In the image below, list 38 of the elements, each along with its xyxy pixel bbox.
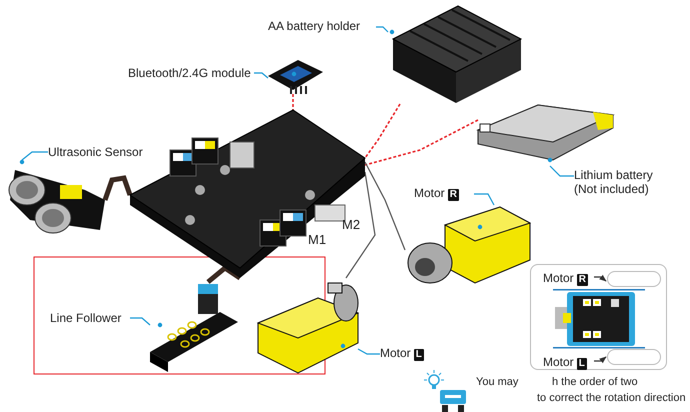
callout-label: Motor [380,346,411,360]
leader-line [22,151,48,160]
callout-label: AA battery holder [268,19,376,35]
motor-drawing [405,205,533,285]
leader-line [358,348,380,355]
port-label: M1 [308,232,326,247]
callout-label: Motor [543,355,574,369]
connection-line [292,94,294,110]
connection-line [364,119,478,166]
callout-label: Line Follower [50,311,130,326]
wire [364,162,406,250]
leader-line [254,72,268,78]
letter-badge: L [414,349,424,361]
wheel-drawing [607,271,661,287]
callout-label: Lithium battery (Not included) [574,168,670,198]
letter-badge: R [448,189,459,201]
wireless-module-drawing [268,58,323,94]
callout-label: Ultrasonic Sensor [48,145,152,160]
port-label: M2 [342,217,360,232]
letter-badge: L [576,358,587,370]
leader-line [376,26,388,32]
callout-label: Bluetooth/2.4G module [128,66,254,81]
leader-line [130,317,150,326]
cable [102,175,132,201]
arrow [594,356,607,364]
callout-label: Motor [414,186,445,200]
connection-line [364,104,401,158]
note-text: h the order of two [552,376,638,388]
callout-label: Motor [543,271,574,285]
battery-holder-drawing [388,4,523,104]
note-text: to correct the rotation direction [537,392,686,404]
note-text: You may [476,376,518,388]
leader-line [474,193,495,206]
leader-line [550,166,574,177]
cable [206,264,242,284]
letter-badge: R [576,274,588,286]
arrow [594,274,607,282]
inset-panel [530,264,667,370]
